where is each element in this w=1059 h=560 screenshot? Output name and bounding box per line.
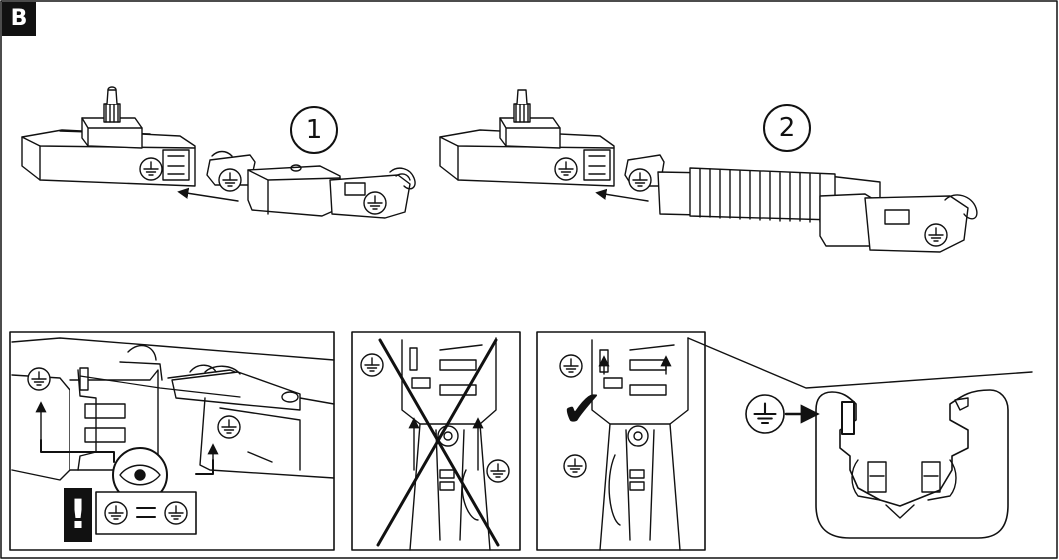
checkmark-icon: ✔: [561, 380, 603, 438]
enlarged-profile: [745, 389, 1009, 539]
warning-icon: !: [64, 488, 92, 542]
step-number-2: 2: [763, 104, 811, 152]
detail-panel-correct: [536, 331, 1033, 551]
step1-illustration: [21, 86, 416, 219]
step-number-1: 1: [290, 106, 338, 154]
detail-panel-wrong: [351, 331, 521, 551]
detail-panel-left: [9, 331, 335, 551]
step2-illustration: [439, 89, 978, 253]
panel-letter: B: [2, 2, 36, 36]
